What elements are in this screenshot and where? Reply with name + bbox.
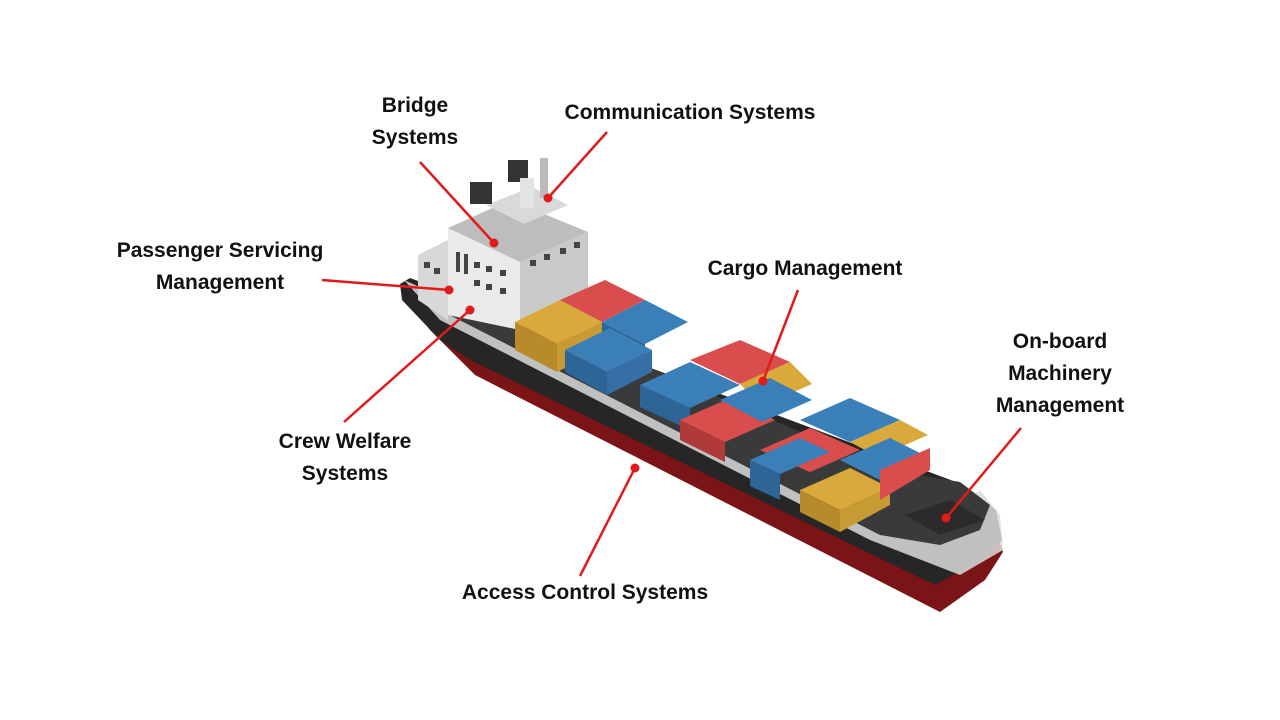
label-cargo-management: Cargo Management <box>707 257 903 280</box>
label-access-control: Access Control Systems <box>461 581 709 604</box>
label-communication-systems: Communication Systems <box>564 101 816 124</box>
container-stacks <box>515 280 930 532</box>
label-passenger-servicing: Passenger Servicing Management <box>116 239 324 294</box>
superstructure-windows <box>424 242 580 294</box>
label-bridge-systems: Bridge Systems <box>371 94 459 149</box>
label-crew-welfare: Crew Welfare Systems <box>278 430 412 485</box>
label-onboard-machinery: On-board Machinery Management <box>995 330 1125 417</box>
